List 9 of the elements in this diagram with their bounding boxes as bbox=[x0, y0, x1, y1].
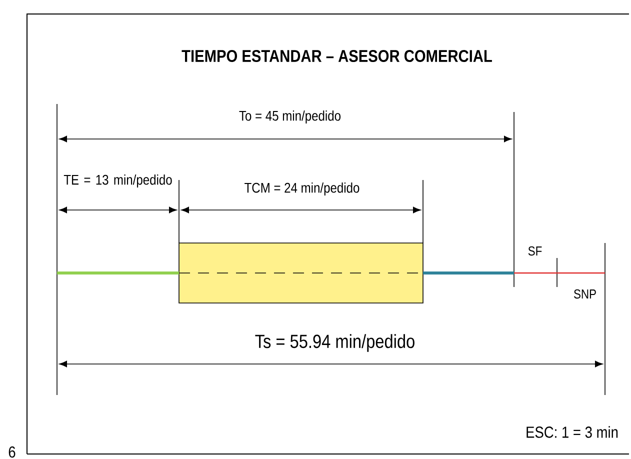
segment-label: SF bbox=[528, 246, 542, 256]
dimension-label: TCM = 24 min/pedido bbox=[244, 182, 360, 196]
segment-label: SNP bbox=[574, 289, 596, 299]
scale-note: ESC: 1 = 3 min bbox=[526, 426, 618, 438]
stray-text: 6 bbox=[8, 446, 16, 458]
title: TIEMPO ESTANDAR – ASESOR COMERCIAL bbox=[182, 50, 492, 62]
dimension-label: TE = 13 min/pedido bbox=[64, 174, 172, 188]
dimension-label: To = 45 min/pedido bbox=[239, 110, 341, 124]
dimension-label: Ts = 55.94 min/pedido bbox=[255, 334, 414, 352]
